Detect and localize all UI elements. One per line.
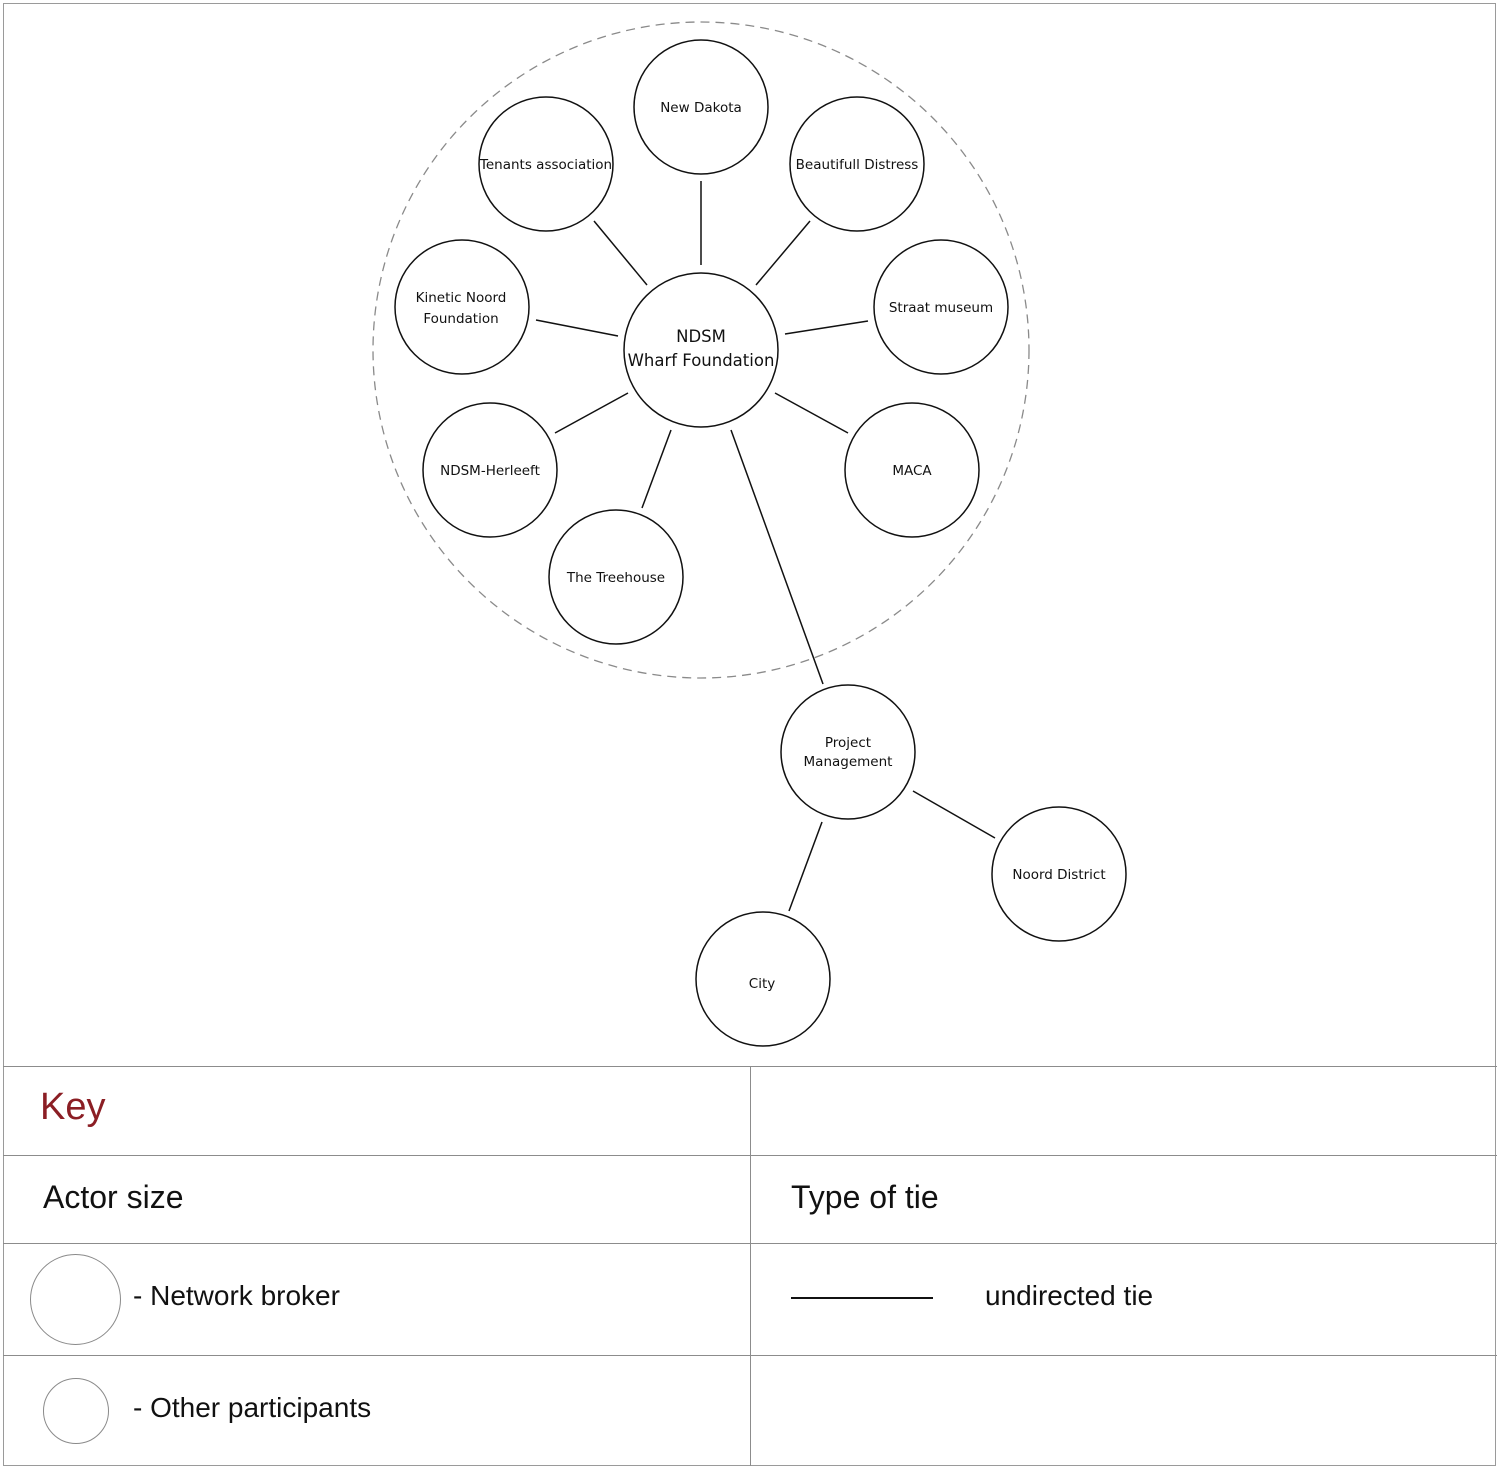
new-dakota-label: New Dakota [660,100,742,116]
actor-size-header: Actor size [43,1179,184,1215]
ndsm-herleeft-label: NDSM-Herleeft [440,463,540,479]
hub-label-line1: NDSM [676,327,726,346]
cluster-boundary [372,21,1030,679]
other-participants-label: - Other participants [133,1392,372,1423]
maca-label: MACA [892,463,932,479]
tie-hub-tenants-association [593,220,648,286]
node-beautifull-distress [789,96,925,232]
network-diagram: NDSM Wharf Foundation New Dakota Tenants… [372,21,1127,1047]
type-of-tie-header: Type of tie [791,1179,939,1215]
beautifull-distress-label: Beautifull Distress [796,157,919,173]
undirected-tie-label: undirected tie [985,1280,1154,1311]
tie-hub-the-treehouse [641,429,672,509]
node-tenants-association [478,96,614,232]
ties [535,181,996,912]
tenants-association-label: Tenants association [479,157,612,173]
node-kinetic-noord-foundation [394,239,530,375]
tie-hub-straat-museum [784,320,869,335]
tie-project-management-city [788,821,823,912]
hub-label-line2: Wharf Foundation [628,351,775,370]
city-label: City [749,976,775,992]
network-broker-circle-icon [30,1254,121,1345]
node-maca [844,402,980,538]
other-participants-circle-icon [43,1378,109,1444]
node-ndsm-wharf-foundation [623,272,779,428]
tie-hub-kinetic-noord [535,319,619,337]
node-city [695,911,831,1047]
tie-hub-beautifull-distress [755,220,811,286]
noord-district-label: Noord District [1012,867,1105,883]
node-straat-museum [873,239,1009,375]
project-management-label-line2: Management [804,754,893,770]
network-svg: NDSM Wharf Foundation New Dakota Tenants… [372,21,1127,1047]
tie-hub-project-management [730,429,824,685]
kinetic-noord-label-line2: Foundation [423,311,498,327]
figure-frame [3,3,1496,1466]
node-the-treehouse [548,509,684,645]
node-noord-district [991,806,1127,942]
node-new-dakota [633,39,769,175]
tie-hub-ndsm-herleeft [554,392,629,434]
the-treehouse-label: The Treehouse [566,570,665,586]
project-management-label-line1: Project [825,735,871,751]
kinetic-noord-label-line1: Kinetic Noord [416,290,507,306]
straat-museum-label: Straat museum [889,300,993,316]
key-title: Key [40,1086,106,1128]
undirected-tie-line-icon [791,1297,933,1299]
key-column-divider [750,1066,751,1466]
node-project-management [780,684,916,820]
key-table: Key Actor size Type of tie - Network bro… [3,1066,1497,1466]
network-broker-label: - Network broker [133,1280,340,1311]
tie-hub-maca [774,392,849,434]
node-ndsm-herleeft [422,402,558,538]
tie-project-management-noord-district [912,790,996,839]
